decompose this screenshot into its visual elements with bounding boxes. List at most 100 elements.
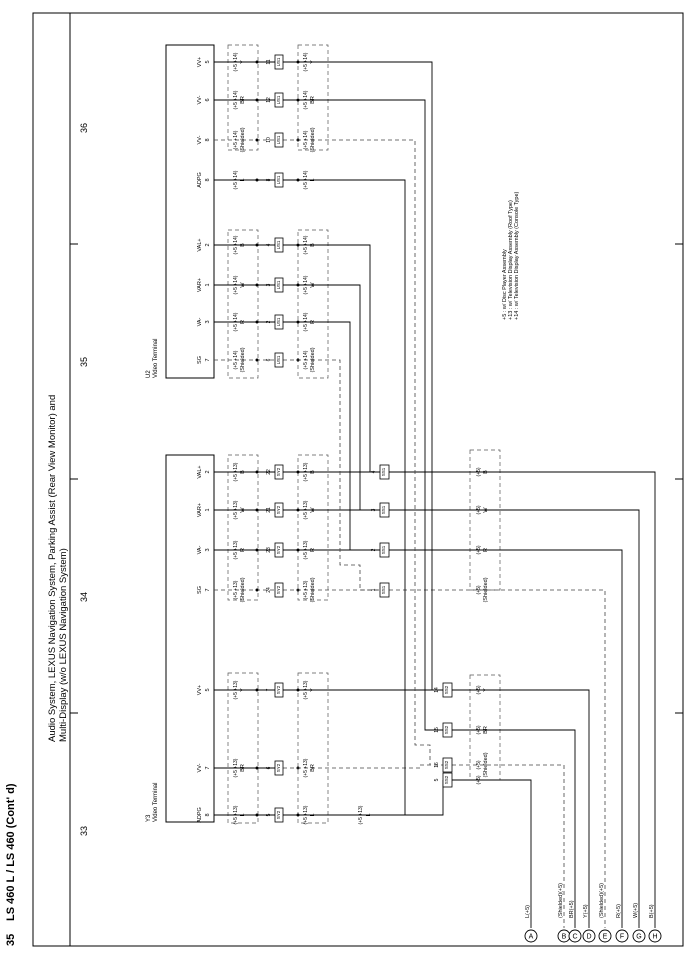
joint-upper-connector — [379, 502, 390, 518]
u2-connector-id: US1 — [276, 95, 281, 104]
u2-video-terminal-box — [165, 44, 215, 379]
u2-condition-2: (+5 +14) — [303, 130, 309, 149]
output-wire-label: W(+5) — [633, 903, 639, 918]
y3-connector-pin: 5 — [266, 813, 272, 816]
joint-upper-color: (Shielded) — [483, 577, 489, 602]
u2-pin-number: 7 — [205, 358, 211, 361]
page-header: LS 460 L / LS 460 (Cont' d) — [5, 783, 17, 921]
output-letter: A — [529, 934, 534, 941]
y3-connector — [274, 542, 284, 558]
u2-condition: (+5 +14) — [233, 312, 239, 331]
u2-wire-color: (Shielded) — [240, 347, 246, 372]
joint-upper-pin: 3 — [371, 508, 377, 511]
u2-pin-number: 6 — [205, 98, 211, 101]
y3-connector-pin: 21 — [266, 507, 272, 513]
u2-connector-id: US1 — [276, 355, 281, 364]
y3-connector — [274, 807, 284, 823]
joint-lower-condition: (+5) — [476, 685, 482, 694]
u2-connector — [274, 314, 284, 330]
y3-connector-id: SY2 — [276, 685, 281, 694]
output-terminal-c: CBR(+5) — [568, 900, 582, 943]
y3-pin-number: 2 — [205, 470, 211, 473]
u2-condition-2: (+5 +14) — [303, 52, 309, 71]
u2-connector — [274, 132, 284, 148]
diagram-title-line2: Multi-Display (w/o LEXUS Navigation Syst… — [58, 548, 69, 742]
u2-connector-pin: 3 — [266, 283, 272, 286]
u2-condition-2: (+5 +14) — [303, 312, 309, 331]
y3-connector-pin: 23 — [266, 547, 272, 553]
u2-connector-pin: 6 — [266, 358, 272, 361]
note-line-3: +14 : w/ Television Display Assembly (Co… — [514, 191, 520, 320]
y3-pin-number: 3 — [205, 548, 211, 551]
joint-upper-connector — [379, 464, 390, 480]
joint-lower-color: Y — [483, 688, 489, 692]
u2-wire-color-2: B — [310, 243, 316, 247]
u2-wire-color: Y — [240, 60, 246, 64]
y3-wire-color: Y — [240, 688, 246, 692]
joint-lower-condition: (+5) — [476, 775, 482, 784]
output-wire-label: R(+5) — [616, 904, 622, 918]
y3-connector-pin: 22 — [266, 469, 272, 475]
output-terminal-g: GW(+5) — [632, 903, 646, 943]
u2-pin-label: VAL+ — [197, 238, 203, 251]
y3-condition: (+5 +13) — [233, 805, 239, 824]
joint-lower-id: SS2 — [444, 685, 449, 694]
y3-connector-pin: 24 — [266, 587, 272, 593]
u2-connector-pin: 12 — [266, 97, 272, 103]
u2-condition: (+5 +14) — [233, 90, 239, 109]
u2-wire-color-2: (Shielded) — [310, 127, 316, 152]
y3-wire-color: B — [240, 470, 246, 474]
y3-wire-color-2: B — [310, 470, 316, 474]
adpg-wire-color: L — [366, 813, 372, 816]
output-letter: B — [562, 934, 567, 941]
joint-lower-color: BR — [483, 726, 489, 734]
u2-name: Video Terminal — [153, 339, 159, 378]
y3-connector-pin: 7 — [266, 688, 272, 691]
u2-wire-color-2: (Shielded) — [310, 347, 316, 372]
output-terminal-h: HB(+5) — [648, 904, 662, 943]
u2-connector-id: US1 — [276, 240, 281, 249]
u2-connector-pin: 4 — [266, 243, 272, 246]
y3-pin-label: VV- — [197, 763, 203, 772]
u2-wire-color-2: W — [310, 282, 316, 288]
output-terminal-f: FR(+5) — [615, 904, 629, 943]
y3-condition: (+5 +13) — [233, 540, 239, 559]
u2-wire-color-2: R — [310, 320, 316, 324]
y3-connector-id: SY2 — [276, 467, 281, 476]
y3-wire-color-2: L — [310, 813, 316, 816]
u2-connector-pin: 8 — [266, 178, 272, 181]
u2-condition-2: (+5 +14) — [303, 350, 309, 369]
u2-code: U2 — [146, 370, 152, 378]
u2-connector-id: US1 — [276, 280, 281, 289]
u2-pin-number: 2 — [205, 243, 211, 246]
u2-condition-2: (+5 +14) — [303, 90, 309, 109]
y3-condition: (+5 +13) — [233, 680, 239, 699]
output-terminal-d: DY(+5) — [582, 904, 596, 943]
y3-condition-2: (+5 +13) — [303, 758, 309, 777]
joint-upper-connector — [379, 582, 390, 598]
diagram-title-line1: Audio System, LEXUS Navigation System, P… — [47, 395, 58, 742]
u2-wire-color-2: L — [310, 178, 316, 181]
output-terminal-e: E(Shielded)(+5) — [598, 883, 612, 943]
joint-upper-condition: (+5) — [476, 585, 482, 594]
dashed-groups — [227, 44, 501, 824]
joint-upper-color: W — [483, 507, 489, 513]
u2-wire-color-2: BR — [310, 96, 316, 104]
joint-upper-id: SS1 — [381, 585, 386, 594]
y3-pin-number: 7 — [205, 588, 211, 591]
y3-condition: (+5 +13) — [233, 580, 239, 599]
joint-lower-pin: 15 — [434, 727, 440, 733]
y3-code: Y3 — [146, 814, 152, 822]
output-wire-label: (Shielded)(+5) — [599, 883, 605, 918]
joint-lower-connector — [442, 772, 453, 788]
y3-pin-number: 5 — [205, 688, 211, 691]
u2-condition: (+5 +14) — [233, 170, 239, 189]
y3-pin-label: SG — [197, 586, 203, 594]
joint-lower-connector — [442, 682, 453, 698]
joint-upper-condition: (+5) — [476, 467, 482, 476]
u2-wire-color: W — [240, 282, 246, 288]
u2-pin-label: VV- — [197, 135, 203, 144]
y3-pin-label: VV+ — [197, 685, 203, 696]
